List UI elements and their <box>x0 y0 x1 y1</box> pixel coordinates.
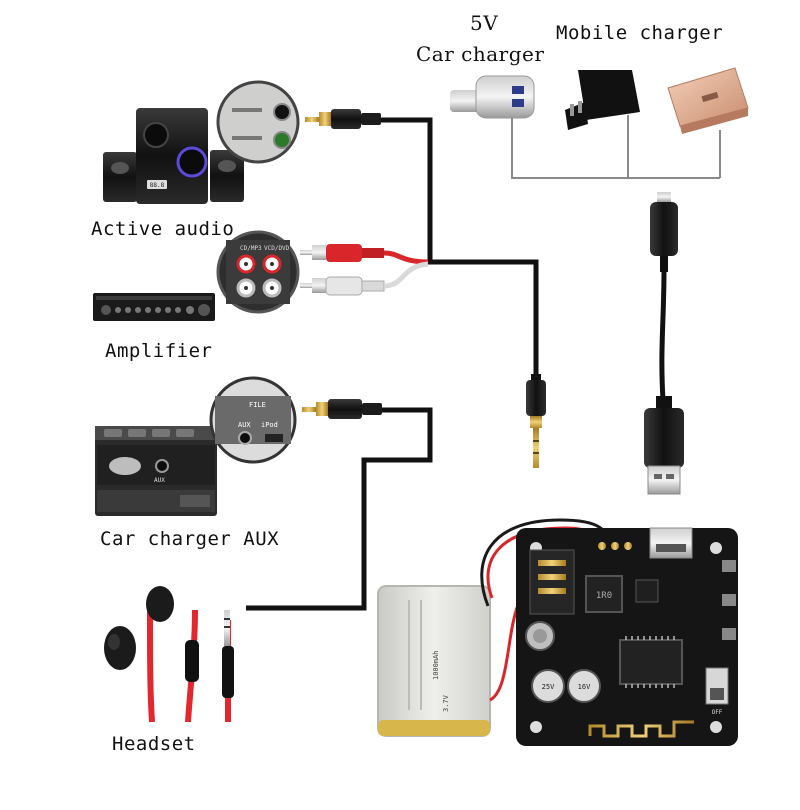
active-audio-speakers: 88.8 <box>103 108 244 204</box>
car-stereo-device: AUX <box>95 426 217 516</box>
capacitor-16v-text: 16V <box>578 683 591 691</box>
zoom-aux-text: AUX <box>238 421 251 429</box>
amp-label-cd-mp3: CD/MP3 <box>240 245 262 252</box>
plug-active-audio <box>305 109 381 129</box>
label-mobile-charger: Mobile charger <box>556 22 724 44</box>
inductor-text: 1R0 <box>596 591 612 601</box>
rca-cable <box>300 244 429 296</box>
label-car-charger-aux: Car charger AUX <box>100 528 280 550</box>
cable-car-aux <box>246 407 433 611</box>
zoom-ipod-text: iPod <box>261 421 278 429</box>
car-aux-port-zoom: FILE AUX iPod <box>209 376 297 464</box>
battery-capacity-text: 1000mAh <box>432 650 440 680</box>
plug-car-aux <box>302 399 382 419</box>
label-5v: 5V <box>470 11 499 35</box>
bluetooth-module-pcb: 1R0 25V 16V OFF <box>516 527 738 746</box>
label-headset: Headset <box>112 733 196 755</box>
micro-usb-cable <box>644 192 684 495</box>
battery-voltage-text: 3.7V <box>442 694 450 712</box>
amp-label-vcd-dvd: VCD/DVD <box>264 245 290 252</box>
cable-amplifier <box>425 259 539 376</box>
car-charger-device <box>450 75 535 119</box>
label-active-audio: Active audio <box>91 218 235 240</box>
amplifier-device <box>93 293 215 321</box>
speaker-display-text: 88.8 <box>150 182 165 189</box>
label-car-charger: Car charger <box>416 42 545 66</box>
headset-device <box>104 586 234 723</box>
active-audio-port-zoom <box>216 80 300 164</box>
charger-connector-lines <box>511 115 721 179</box>
capacitor-25v-text: 25V <box>542 683 555 691</box>
switch-off-text: OFF <box>712 709 723 716</box>
car-stereo-aux-text: AUX <box>154 477 165 484</box>
power-bank-device <box>667 67 749 134</box>
mobile-charger-device <box>565 70 640 130</box>
amplifier-port-zoom: CD/MP3 VCD/DVD <box>216 230 300 314</box>
zoom-file-text: FILE <box>249 401 266 409</box>
lipo-battery: 1000mAh 3.7V <box>377 585 491 737</box>
label-amplifier: Amplifier <box>105 340 213 362</box>
cable-bus <box>246 117 539 611</box>
cable-active-audio <box>380 117 433 262</box>
plug-module-input <box>526 374 546 468</box>
